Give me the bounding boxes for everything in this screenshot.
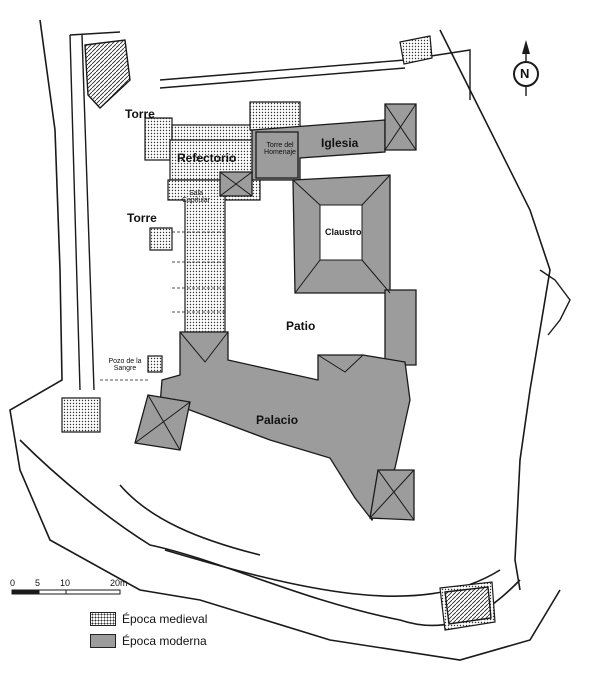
label-torre-west: Torre [127, 211, 157, 225]
scale-tick-5: 5 [35, 578, 41, 588]
medieval-partitions [100, 231, 225, 381]
scale-tick-20: 20m [110, 578, 128, 588]
north-arrow-icon [513, 40, 539, 96]
label-torre-homenaje: Torre del Homenaje [264, 142, 296, 157]
modern-buildings [134, 103, 417, 522]
label-pozo-sangre: Pozo de la Sangre [108, 358, 142, 373]
label-patio: Patio [286, 319, 316, 333]
label-palacio: Palacio [256, 413, 299, 427]
legend-label-medieval: Época medieval [122, 612, 208, 626]
medieval-buildings [61, 35, 496, 631]
legend-swatch-moderna [90, 634, 116, 648]
label-sala-capitular: Sala Capitular [181, 190, 210, 205]
legend-medieval: Época medieval [90, 612, 207, 626]
legend-label-moderna: Época moderna [122, 634, 207, 648]
scale-bar [11, 589, 121, 595]
label-refectorio: Refectorio [177, 151, 237, 165]
legend-moderna: Época moderna [90, 634, 207, 648]
label-torre-north: Torre [125, 107, 155, 121]
scale-tick-0: 0 [10, 578, 16, 588]
label-iglesia: Iglesia [321, 136, 359, 150]
outer-wall [9, 19, 561, 661]
north-label: N [520, 66, 530, 81]
nw-tower [84, 39, 492, 625]
label-claustro: Claustro [325, 227, 362, 237]
legend-swatch-medieval [90, 612, 116, 626]
roof-lines [134, 103, 417, 521]
scale-tick-10: 10 [60, 578, 71, 588]
west-wall [69, 31, 121, 391]
